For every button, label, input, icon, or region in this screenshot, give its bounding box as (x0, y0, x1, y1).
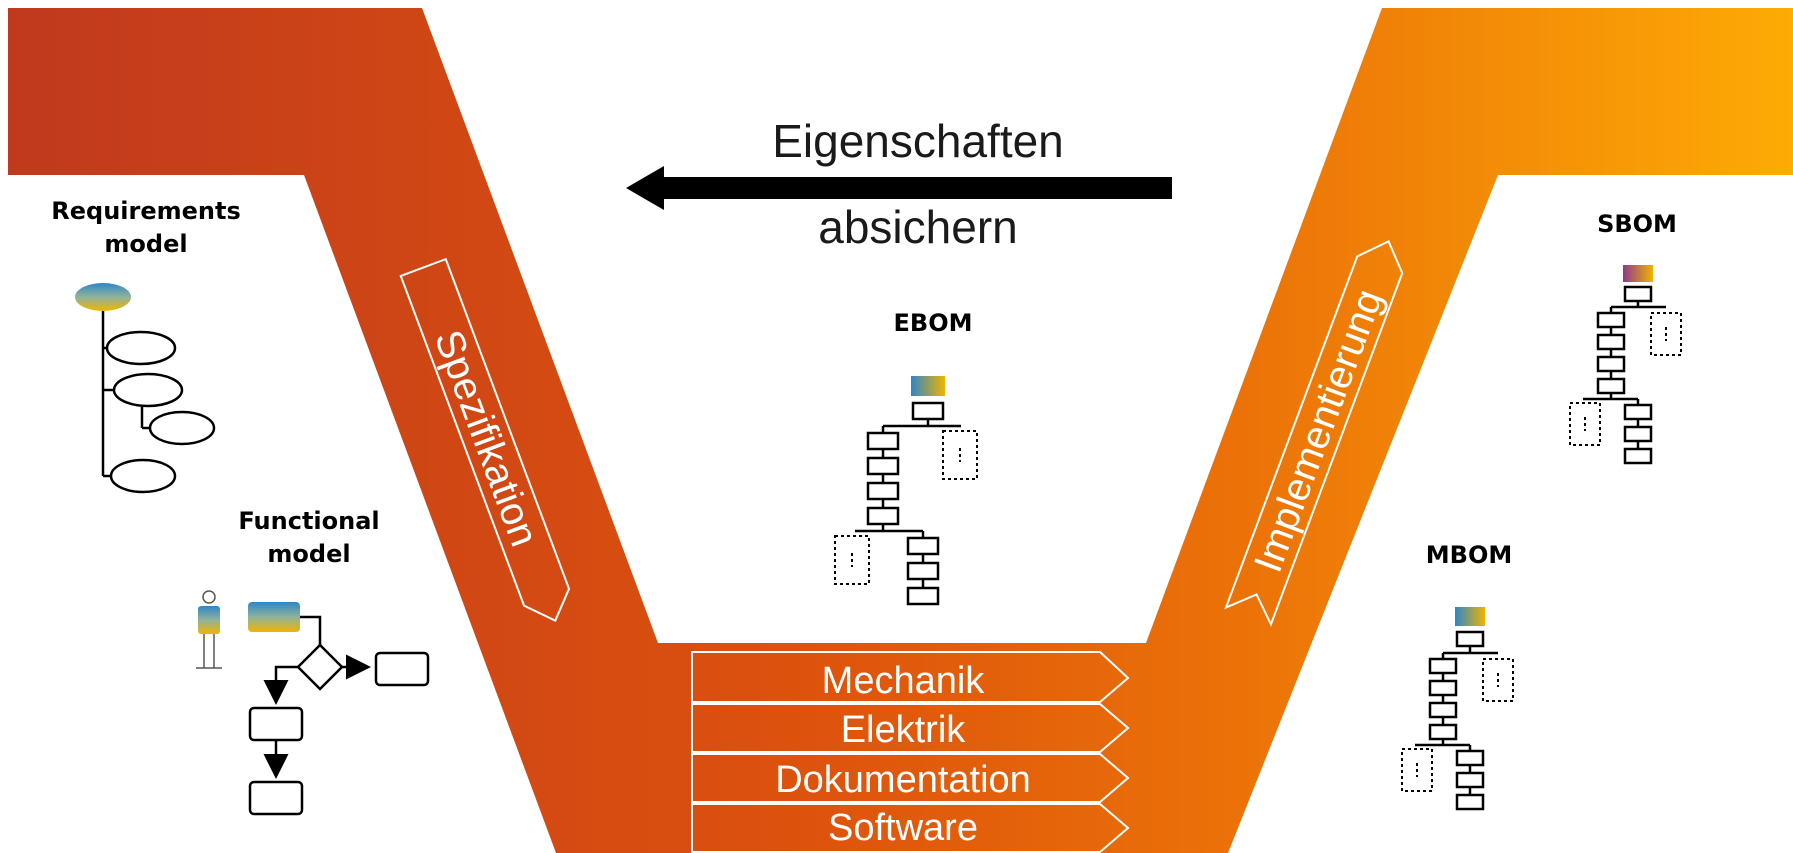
person-icon (196, 590, 222, 669)
chevron-dokumentation: Dokumentation (691, 753, 1130, 803)
arrow-label-line2: absichern (818, 201, 1017, 253)
mbom-label: MBOM (1426, 541, 1512, 569)
sbom-tree-icon (1569, 265, 1682, 465)
functional-model-label-line2: model (267, 540, 350, 568)
discipline-label: Mechanik (822, 660, 986, 702)
v-shape-band (8, 8, 1793, 853)
arrow-label-line1: Eigenschaften (772, 115, 1064, 167)
chevron-mechanik: Mechanik (691, 651, 1130, 703)
chevron-elektrik: Elektrik (691, 703, 1130, 753)
ebom-label: EBOM (894, 309, 973, 337)
discipline-label: Elektrik (841, 709, 967, 751)
sbom-label: SBOM (1597, 210, 1677, 238)
discipline-label: Software (828, 807, 978, 849)
discipline-chevrons: Mechanik Elektrik Dokumentation Software (691, 651, 1130, 853)
requirements-model-label-line1: Requirements (51, 197, 241, 225)
discipline-label: Dokumentation (775, 759, 1031, 801)
requirements-model-icon (75, 283, 216, 494)
eigenschaften-absichern-arrow (626, 166, 1172, 210)
functional-model-icon (196, 590, 430, 816)
requirements-model-label-line2: model (104, 230, 187, 258)
functional-model-label-line1: Functional (238, 507, 379, 535)
chevron-software: Software (691, 803, 1130, 853)
ebom-tree-icon (834, 376, 978, 606)
mbom-tree-icon (1401, 607, 1514, 811)
